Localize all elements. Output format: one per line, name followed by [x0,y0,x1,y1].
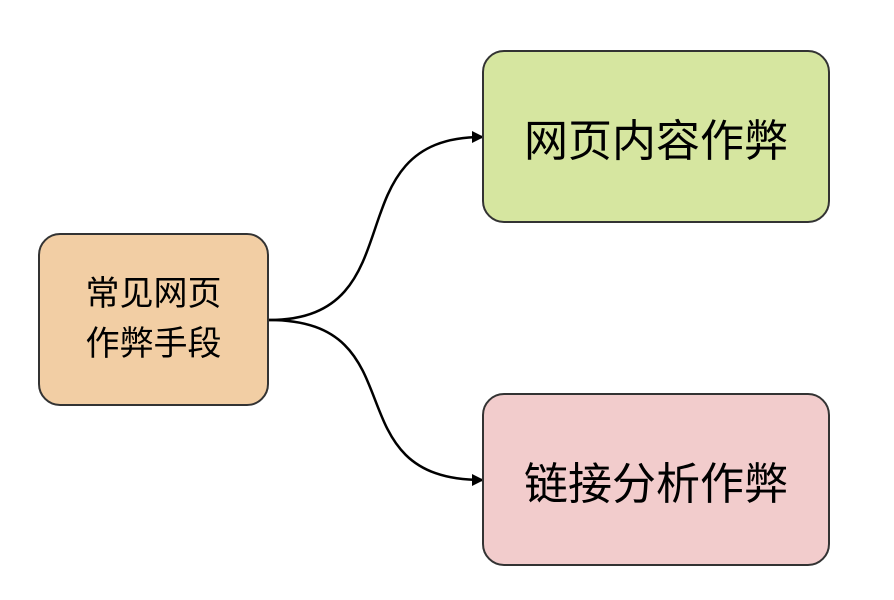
child-node-content-cheating: 网页内容作弊 [482,50,830,223]
root-node: 常见网页 作弊手段 [38,233,269,406]
edge-root-to-link-cheating [268,318,484,486]
root-label-line-1: 常见网页 [85,274,222,315]
root-node-text: 常见网页 作弊手段 [86,270,222,369]
child-node-label: 网页内容作弊 [524,115,788,167]
child-node-link-cheating: 链接分析作弊 [482,393,830,566]
edge-root-to-content-cheating [268,131,484,322]
child-node-label: 链接分析作弊 [524,458,788,510]
root-label-line-2: 作弊手段 [85,323,222,364]
